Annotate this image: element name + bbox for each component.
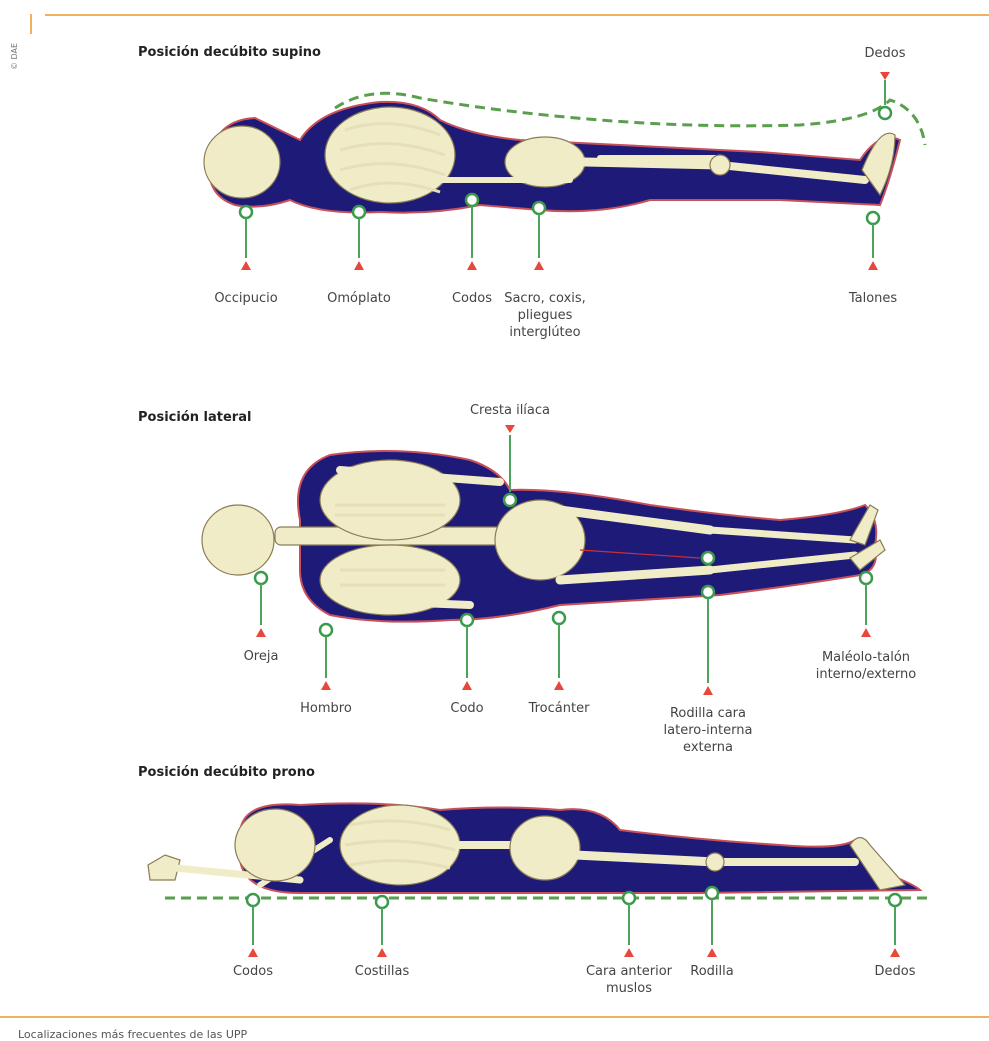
pin-hombro	[320, 624, 332, 690]
label-cara-anterior-2: muslos	[569, 980, 689, 997]
label-oreja: Oreja	[221, 648, 301, 665]
pin-talones	[867, 212, 879, 270]
label-rodilla-2: latero-interna	[643, 722, 773, 739]
label-dedos-prono: Dedos	[860, 963, 930, 980]
prone-skull	[235, 809, 315, 881]
label-costillas: Costillas	[332, 963, 432, 980]
label-trocanter: Trocánter	[509, 700, 609, 717]
pin-codos-prono	[247, 894, 259, 957]
prone-figure	[148, 803, 930, 898]
label-sacro-1: Sacro, coxis,	[495, 290, 595, 307]
supine-figure	[204, 93, 925, 212]
pin-dedos-supino	[879, 72, 891, 119]
pin-dedos-prono	[889, 894, 901, 957]
figure-caption: Localizaciones más frecuentes de las UPP	[18, 1028, 247, 1041]
label-codo-lateral: Codo	[432, 700, 502, 717]
label-cara-anterior-1: Cara anterior	[569, 963, 689, 980]
label-codos-prono: Codos	[213, 963, 293, 980]
lateral-figure	[202, 451, 885, 622]
supine-ribcage	[325, 107, 455, 203]
label-rodilla-prono: Rodilla	[677, 963, 747, 980]
label-rodilla-1: Rodilla cara	[643, 705, 773, 722]
label-omoplato: Omóplato	[309, 290, 409, 307]
prone-ribcage	[340, 805, 460, 885]
prone-pelvis	[510, 816, 580, 880]
pin-maleolo	[860, 572, 872, 637]
pin-costillas	[376, 896, 388, 957]
label-maleolo-1: Maléolo-talón	[806, 649, 926, 666]
title-lateral: Posición lateral	[138, 410, 251, 425]
pin-trocanter	[553, 612, 565, 690]
label-cresta-iliaca: Cresta ilíaca	[450, 402, 570, 419]
lateral-skull	[202, 505, 274, 575]
supine-skull	[204, 126, 280, 198]
pin-codo-lateral	[461, 614, 473, 690]
label-sacro-2: pliegues	[495, 307, 595, 324]
pin-cara-anterior	[623, 892, 635, 957]
label-hombro: Hombro	[281, 700, 371, 717]
title-supine: Posición decúbito supino	[138, 45, 321, 60]
label-occipucio: Occipucio	[196, 290, 296, 307]
label-talones: Talones	[833, 290, 913, 307]
label-rodilla-3: externa	[643, 739, 773, 756]
pin-omoplato	[353, 206, 365, 270]
label-dedos-supino: Dedos	[855, 45, 915, 62]
label-sacro-3: interglúteo	[495, 324, 595, 341]
pin-sacro	[533, 202, 545, 270]
pin-codos-supino	[466, 194, 478, 270]
title-prone: Posición decúbito prono	[138, 765, 315, 780]
pin-occipucio	[240, 206, 252, 270]
pin-oreja	[255, 572, 267, 637]
pin-rodilla-prono	[706, 887, 718, 957]
label-maleolo-2: interno/externo	[806, 666, 926, 683]
